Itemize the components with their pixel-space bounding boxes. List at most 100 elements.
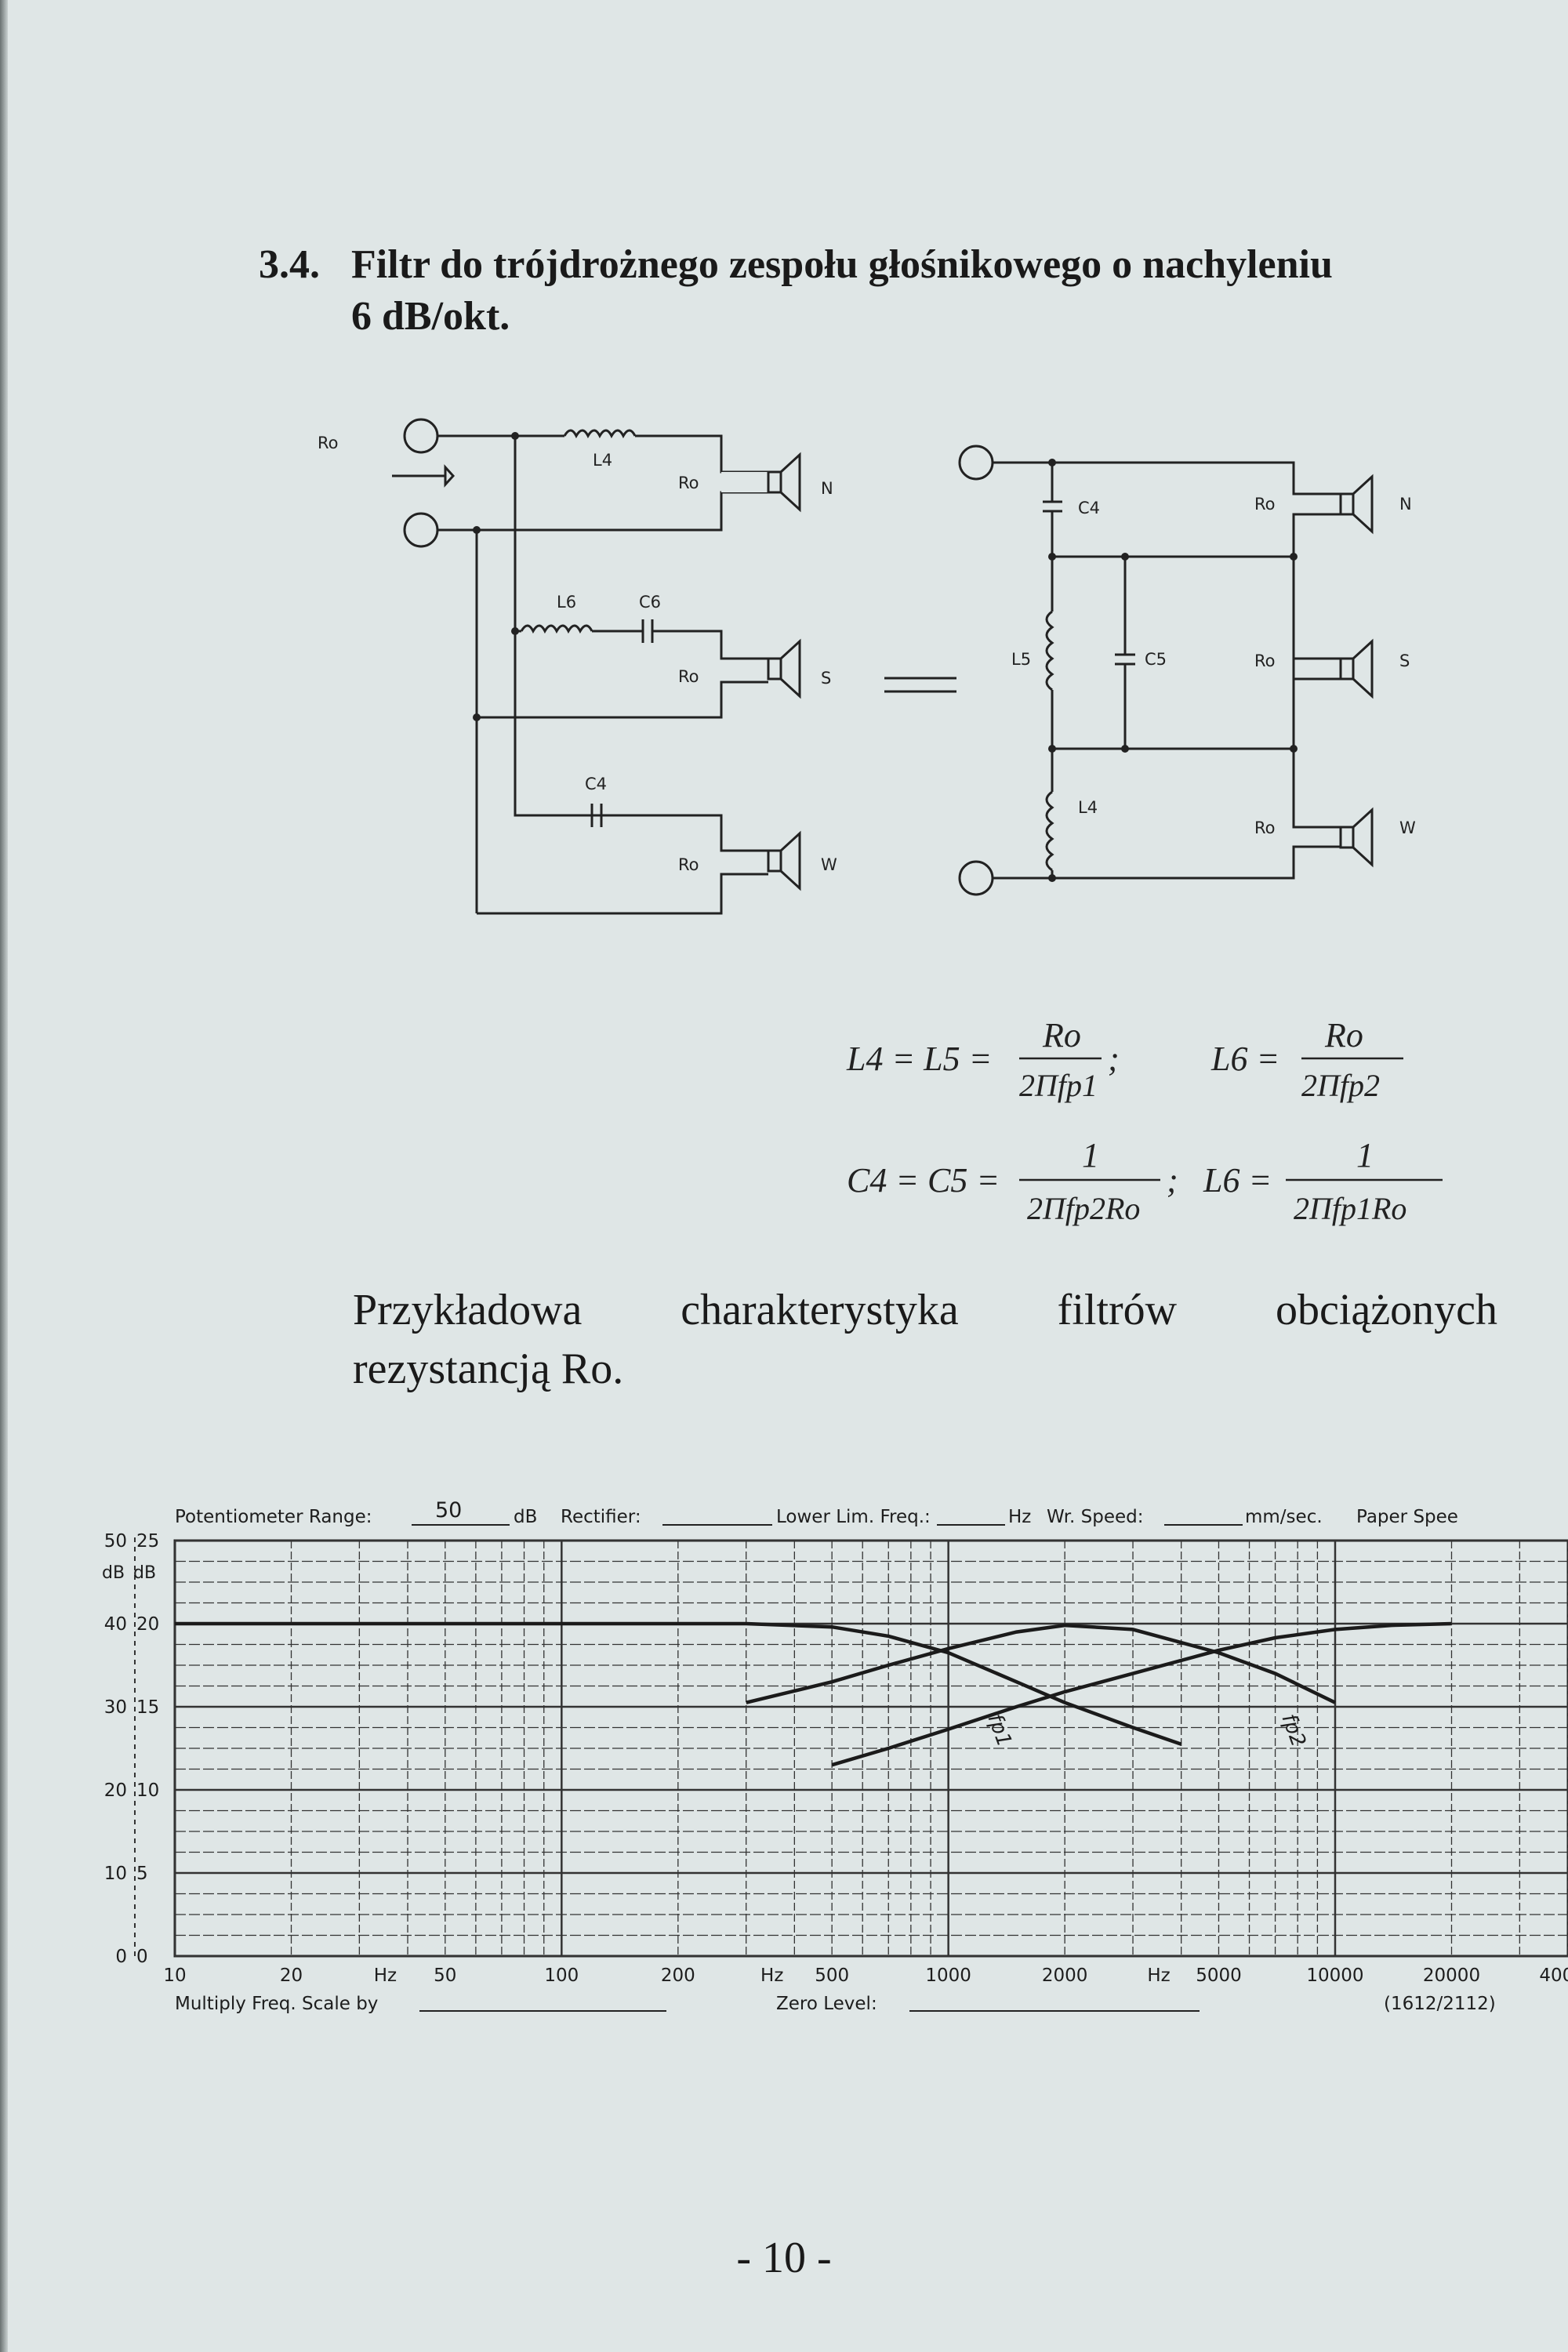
chart-series-line-1 — [175, 1621, 1182, 1746]
label-ro-n: Ro — [678, 474, 699, 492]
label-speaker-w-right: W — [1399, 818, 1416, 837]
formula-4-num: 1 — [1356, 1136, 1374, 1174]
page-number: - 10 - — [736, 2234, 832, 2282]
chart-x-tick-label: 2000 — [1042, 1965, 1088, 1986]
chart-y-tick-inner: 20 — [136, 1614, 159, 1635]
chart-y-tick-inner: 5 — [136, 1864, 148, 1884]
formula-2-den: 2Πfp2 — [1301, 1068, 1380, 1103]
input-terminal-top — [403, 418, 439, 454]
page-edge — [0, 0, 8, 2352]
chart-x-tick-label: 200 — [661, 1965, 695, 1986]
chart-y-tick-outer: 20 — [104, 1780, 127, 1801]
formula-2-num: Ro — [1324, 1016, 1363, 1054]
chart-y-unit-outer: dB — [102, 1563, 125, 1583]
label-l6: L6 — [557, 593, 576, 612]
speaker-n-magnet — [767, 470, 782, 494]
formula-3-sep: ; — [1167, 1161, 1178, 1200]
chart-x-tick-label: 10000 — [1306, 1965, 1363, 1986]
left-circuit — [392, 418, 768, 915]
section-number: 3.4. — [259, 242, 320, 287]
inductor-l4 — [563, 429, 637, 439]
speaker-s-right-icon — [1352, 638, 1374, 699]
formula-3-lhs: C4 = C5 = — [847, 1161, 1000, 1200]
chart-x-hz-label: Hz — [1147, 1965, 1170, 1986]
chart-potentiometer-label: Potentiometer Range: — [175, 1507, 372, 1527]
chart-multiply-label: Multiply Freq. Scale by — [175, 1994, 378, 2014]
section-title-line2: 6 dB/okt. — [351, 294, 510, 339]
capacitor-c4-right — [1043, 500, 1062, 513]
formula-2-lhs: L6 = — [1210, 1040, 1279, 1078]
annotation-fp1: fp1 — [982, 1711, 1016, 1750]
chart-y-tick-inner: 0 — [136, 1947, 148, 1967]
chart-wr-speed-label: Wr. Speed: — [1047, 1507, 1144, 1527]
chart-y-tick-outer: 10 — [104, 1864, 127, 1884]
inductor-l5 — [1045, 610, 1054, 691]
chart-y-tick-inner: 10 — [136, 1780, 159, 1801]
chart-x-tick-label: 10 — [163, 1965, 186, 1986]
label-speaker-s: S — [821, 669, 831, 688]
chart-x-ticks: 10 20 50 100 200 500 1000 2000 5000 10000 20000 400… — [163, 1965, 1568, 1986]
inductor-l6 — [520, 624, 593, 634]
caption-line1: Przykładowa charakterystyka filtrów obci… — [353, 1286, 1497, 1334]
inductor-l4-right — [1045, 790, 1054, 872]
output-terminal-bottom — [958, 860, 994, 896]
label-c4: C4 — [585, 775, 607, 793]
chart-y-tick-outer: 40 — [104, 1614, 127, 1635]
chart-y-tick-inner: 15 — [136, 1697, 159, 1718]
label-c6: C6 — [639, 593, 661, 612]
capacitor-c5 — [1115, 653, 1135, 666]
chart-x-tick-label: 5000 — [1196, 1965, 1242, 1986]
output-terminal-top — [958, 445, 994, 481]
chart-x-tick-label: 50 — [434, 1965, 456, 1986]
crossover-schematic: Ro L4 Ro N L6 C6 Ro S C4 Ro W C4 L5 C5 L… — [318, 418, 1416, 915]
formula-1-sep: ; — [1108, 1040, 1120, 1078]
chart-code-label: (1612/2112) — [1384, 1994, 1496, 2014]
chart-y-tick-outer: 0 — [115, 1947, 127, 1967]
label-speaker-n-right: N — [1399, 495, 1412, 514]
chart-x-hz-label: Hz — [760, 1965, 783, 1986]
chart-x-tick-label: 500 — [815, 1965, 849, 1986]
chart-x-tick-label: 40000 — [1539, 1965, 1568, 1986]
chart-x-hz-label: Hz — [374, 1965, 397, 1986]
chart-x-tick-label: 20 — [280, 1965, 303, 1986]
capacitor-c6 — [641, 619, 654, 643]
chart-series — [175, 1621, 1452, 1767]
caption-line2: rezystancją Ro. — [353, 1345, 624, 1393]
speaker-w-icon — [779, 830, 801, 891]
section-title-line1: Filtr do trójdrożnego zespołu głośnikowe… — [351, 242, 1333, 287]
label-ro-w: Ro — [678, 855, 699, 874]
chart-x-tick-label: 100 — [544, 1965, 579, 1986]
chart-lower-lim-label: Lower Lim. Freq.: — [776, 1507, 931, 1527]
chart-potentiometer-value: 50 — [435, 1498, 462, 1523]
label-ro-w-right: Ro — [1254, 818, 1276, 837]
chart-zero-level-label: Zero Level: — [776, 1994, 877, 2014]
chart-y-tick-outer: 30 — [104, 1697, 127, 1718]
label-l4-right: L4 — [1078, 798, 1098, 817]
formula-4-den: 2Πfp1Ro — [1294, 1191, 1406, 1226]
chart-grid — [173, 1539, 1568, 1958]
label-c4-right: C4 — [1078, 499, 1100, 517]
speaker-w-right-icon — [1352, 807, 1374, 868]
chart-x-tick-label: 1000 — [925, 1965, 971, 1986]
speaker-n-right-icon — [1352, 474, 1374, 535]
chart-y-unit-inner: dB — [133, 1563, 156, 1583]
chart-x-tick-label: 20000 — [1423, 1965, 1480, 1986]
formula-4-lhs: L6 = — [1203, 1161, 1272, 1200]
input-terminal-bottom — [403, 512, 439, 548]
frequency-response-chart: 1020501002005001000200050001000020000400… — [102, 1498, 1568, 2014]
label-ro-s-right: Ro — [1254, 652, 1276, 670]
label-ro-s: Ro — [678, 667, 699, 686]
formula-1-lhs: L4 = L5 = — [846, 1040, 992, 1078]
label-speaker-n: N — [821, 479, 833, 498]
label-ro-input: Ro — [318, 434, 339, 452]
chart-mm-sec-label: mm/sec. — [1245, 1507, 1323, 1527]
label-ro-n-right: Ro — [1254, 495, 1276, 514]
chart-lower-lim-hz: Hz — [1008, 1507, 1031, 1527]
equivalence-sign — [884, 677, 956, 693]
formula-1-den: 2Πfp1 — [1019, 1068, 1098, 1103]
label-speaker-s-right: S — [1399, 652, 1410, 670]
annotation-fp2: fp2 — [1276, 1711, 1310, 1750]
chart-paper-speed-label: Paper Spee — [1356, 1507, 1458, 1527]
formula-block: L4 = L5 = Ro 2Πfp1 ; L6 = Ro 2Πfp2 C4 = … — [846, 1016, 1443, 1226]
